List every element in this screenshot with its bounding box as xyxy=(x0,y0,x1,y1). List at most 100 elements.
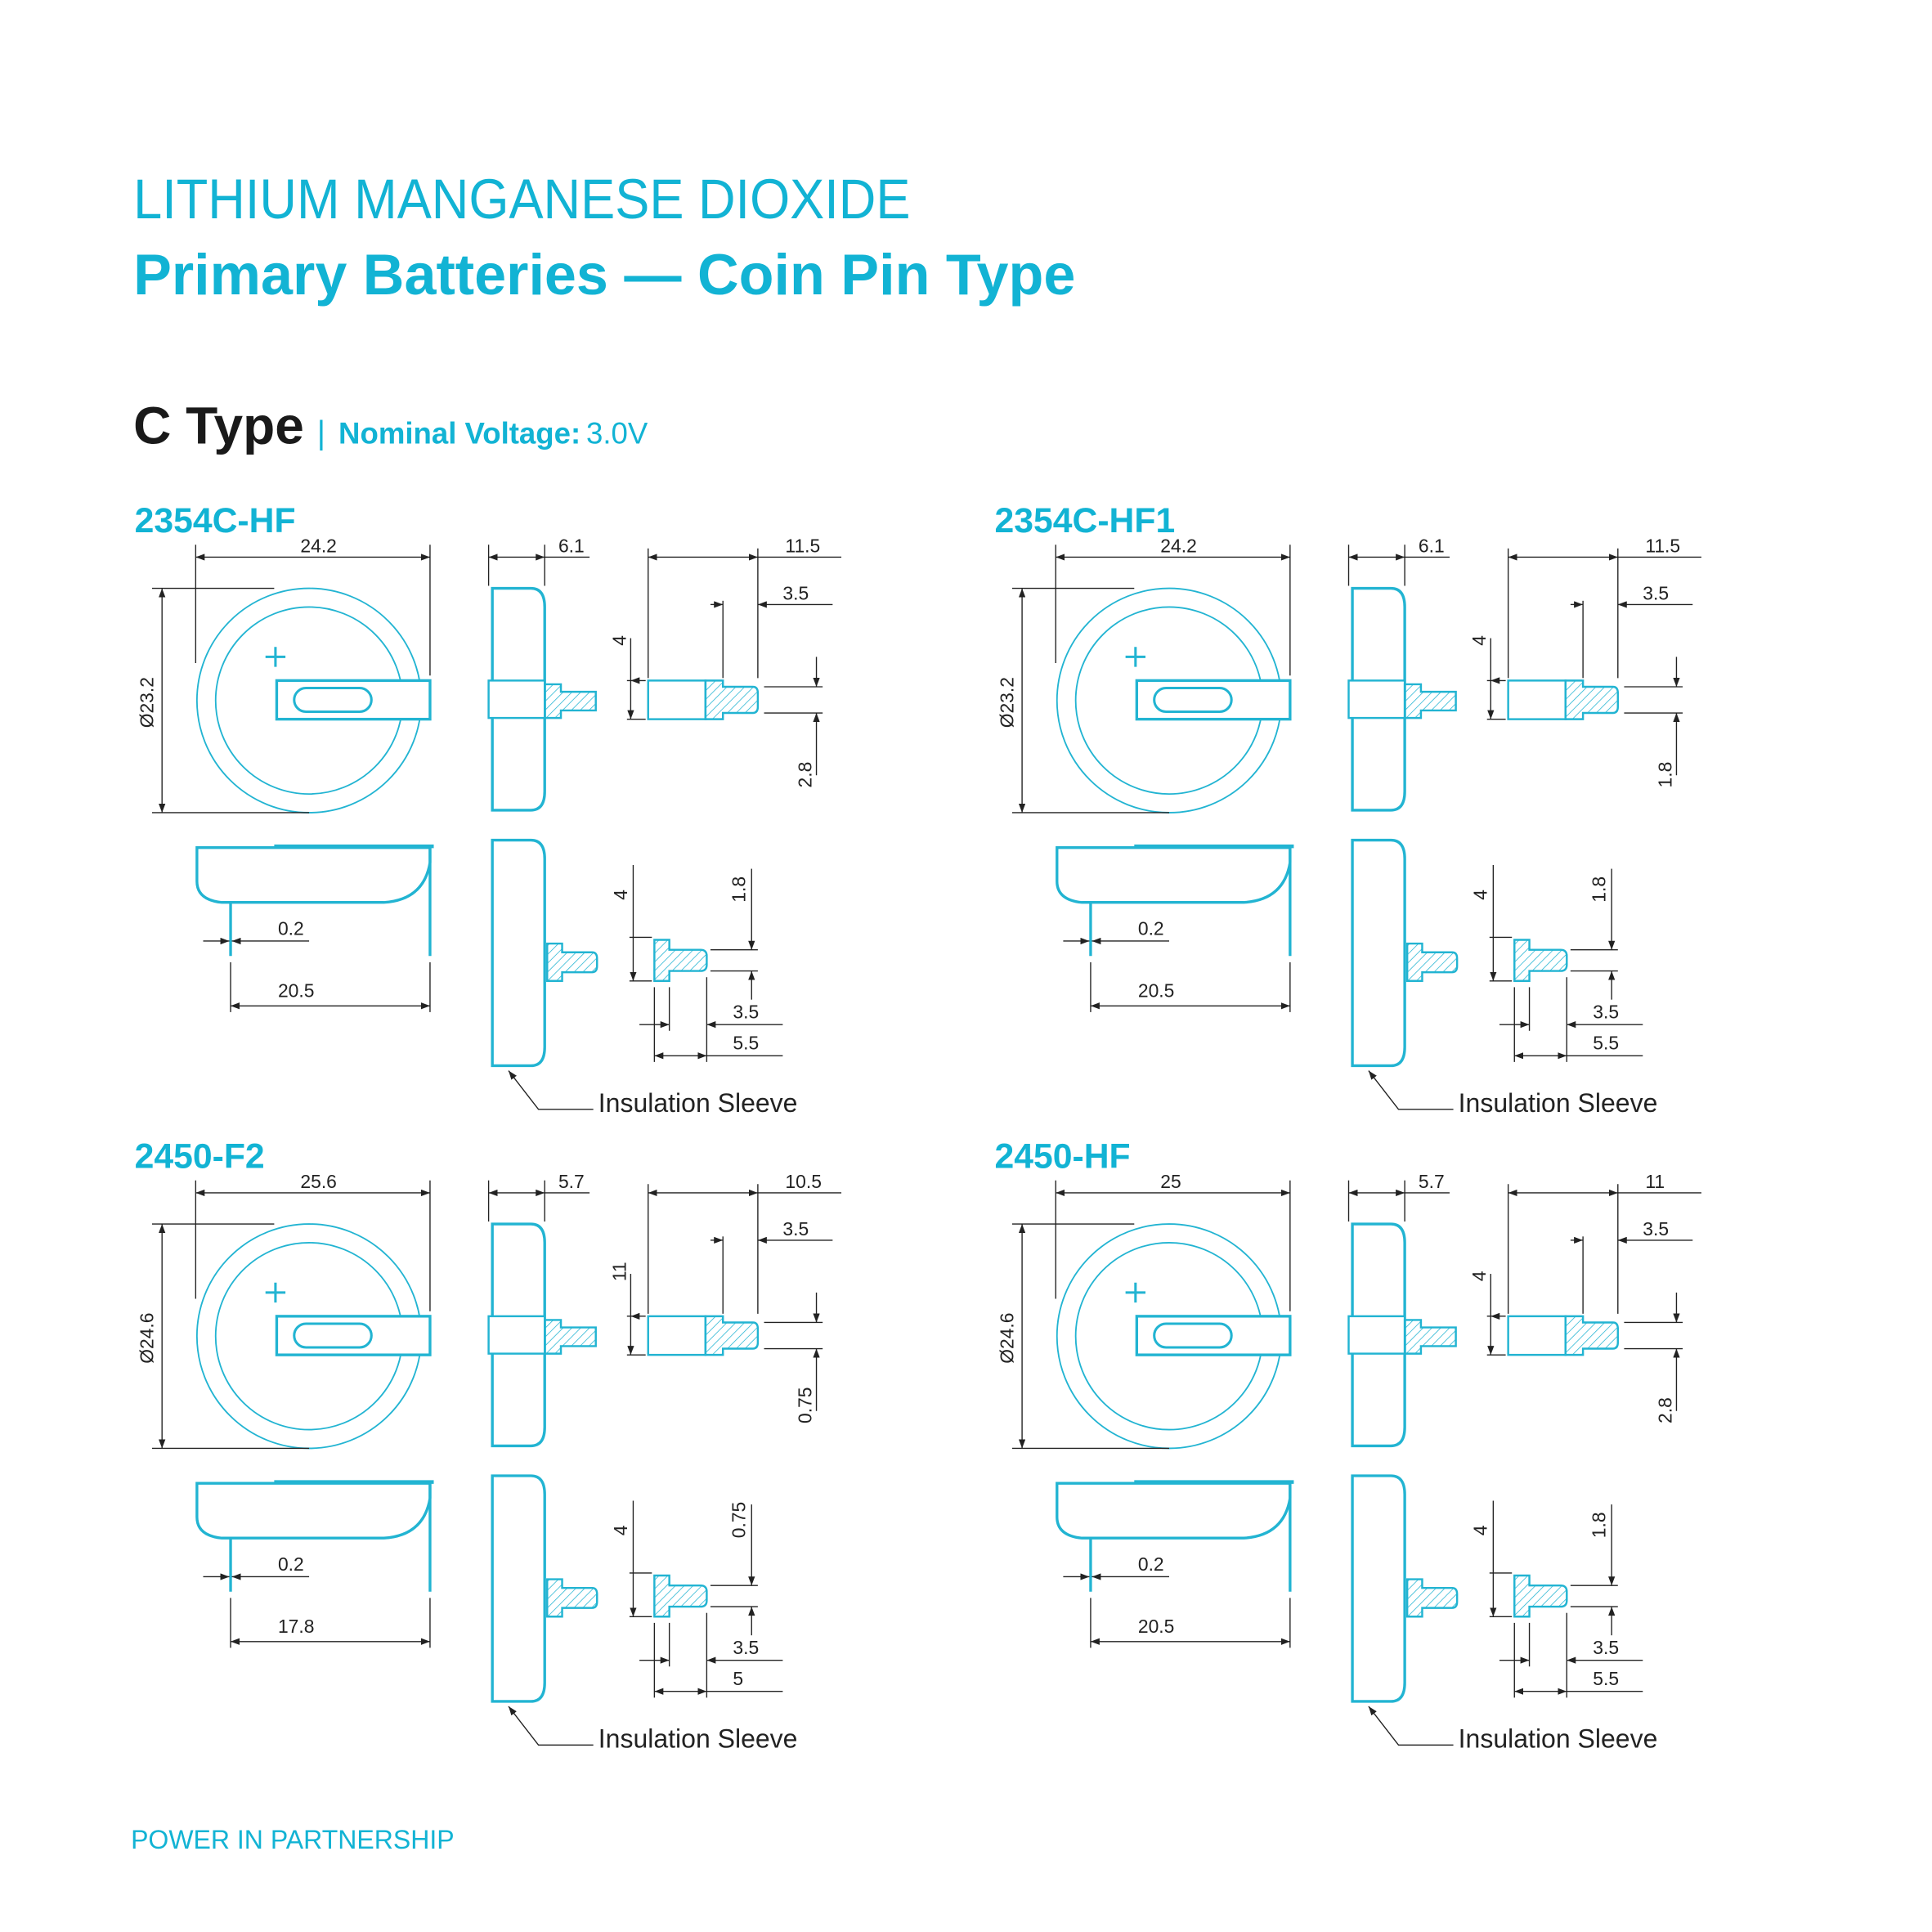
dim-pin-total: 10.5 xyxy=(785,1171,822,1192)
dim-width: 24.2 xyxy=(1160,535,1196,556)
dim-lower-len2: 5 xyxy=(733,1668,743,1689)
pin-detail-lower: 4 1.8 3.5 5.5 xyxy=(1470,1500,1643,1698)
technical-drawing: 24.2 Ø23.2 6.1 xyxy=(996,535,1701,1118)
plus-icon xyxy=(1125,647,1146,667)
dim-pin-side: 2.8 xyxy=(794,762,815,788)
pin-detail: 11.5 3.5 4 2.8 xyxy=(608,535,842,788)
dim-diameter: Ø24.6 xyxy=(137,1313,158,1364)
dim-lower-side: 1.8 xyxy=(1589,1512,1610,1538)
model-name: 2450-F2 xyxy=(134,1136,265,1176)
dim-lower-height: 4 xyxy=(610,1525,631,1535)
bottom-view: 0.2 20.5 xyxy=(195,844,434,1012)
front-view: 25.6 Ø24.6 xyxy=(137,1171,432,1450)
technical-drawing: 24.2 Ø23.2 6.1 xyxy=(137,535,842,1118)
side-view: 6.1 xyxy=(1347,535,1457,812)
dim-pin-side: 2.8 xyxy=(1654,1397,1675,1423)
page-subtitle: Primary Batteries — Coin Pin Type xyxy=(133,241,1076,307)
dim-pin-pitch: 20.5 xyxy=(278,980,315,1002)
dim-diameter: Ø24.6 xyxy=(996,1313,1017,1364)
dim-lower-height: 4 xyxy=(1470,1525,1491,1535)
pin-detail: 11 3.5 4 2.8 xyxy=(1468,1171,1701,1423)
page-title: LITHIUM MANGANESE DIOXIDE xyxy=(133,167,911,231)
battery-model-panel: 2354C-HF1 24.2 Ø23.2 xyxy=(995,501,1793,1174)
dim-lower-side: 1.8 xyxy=(728,876,750,903)
pin-detail-lower: 4 1.8 3.5 5.5 xyxy=(1470,865,1643,1062)
side-view-lower xyxy=(1351,1474,1459,1703)
front-view: 24.2 Ø23.2 xyxy=(996,535,1292,814)
dim-pin-length: 3.5 xyxy=(782,582,809,603)
dim-pin-height: 11 xyxy=(608,1262,630,1281)
dim-lead-thickness: 0.2 xyxy=(278,917,304,939)
side-view: 5.7 xyxy=(1347,1171,1457,1448)
dim-lower-side: 0.75 xyxy=(728,1502,750,1539)
insulation-sleeve-label: Insulation Sleeve xyxy=(1459,1724,1658,1753)
insulation-sleeve-callout: Insulation Sleeve xyxy=(1368,1070,1658,1118)
technical-drawing: 25.6 Ø24.6 5.7 xyxy=(137,1171,842,1753)
dim-pin-total: 11.5 xyxy=(1645,535,1680,556)
insulation-sleeve-label: Insulation Sleeve xyxy=(1459,1088,1658,1118)
dim-diameter: Ø23.2 xyxy=(996,677,1017,728)
dim-pin-height: 4 xyxy=(1468,1271,1490,1281)
dim-lower-len1: 3.5 xyxy=(733,1002,759,1023)
dim-pin-height: 4 xyxy=(1468,635,1490,646)
insulation-sleeve-label: Insulation Sleeve xyxy=(598,1088,798,1118)
voltage-label: Nominal Voltage: xyxy=(338,417,581,451)
insulation-sleeve-callout: Insulation Sleeve xyxy=(1368,1706,1658,1753)
insulation-sleeve-callout: Insulation Sleeve xyxy=(508,1706,798,1753)
dim-lower-len2: 5.5 xyxy=(733,1033,759,1054)
dim-pin-total: 11.5 xyxy=(785,535,820,556)
dim-width: 25 xyxy=(1160,1171,1181,1192)
dim-pin-pitch: 20.5 xyxy=(1138,1616,1175,1637)
side-view-lower xyxy=(491,838,598,1068)
insulation-sleeve-callout: Insulation Sleeve xyxy=(508,1070,798,1118)
battery-model-panel: 2354C-HF 24.2 Ø23.2 xyxy=(135,501,933,1174)
side-view: 5.7 xyxy=(487,1171,597,1448)
dim-width: 24.2 xyxy=(300,535,336,556)
front-view: 24.2 Ø23.2 xyxy=(137,535,432,814)
dim-pin-length: 3.5 xyxy=(1643,582,1669,603)
dim-pin-height: 4 xyxy=(608,635,630,646)
dim-pin-pitch: 17.8 xyxy=(278,1616,315,1637)
dim-lead-thickness: 0.2 xyxy=(278,1553,304,1575)
bottom-view: 0.2 20.5 xyxy=(1056,844,1294,1012)
dim-pin-total: 11 xyxy=(1645,1171,1665,1192)
dim-diameter: Ø23.2 xyxy=(137,677,158,728)
dim-thickness: 6.1 xyxy=(558,535,585,556)
bottom-view: 0.2 17.8 xyxy=(195,1480,434,1648)
model-name: 2354C-HF1 xyxy=(994,500,1176,540)
plus-icon xyxy=(265,647,286,667)
model-name: 2450-HF xyxy=(994,1136,1131,1176)
section-heading: C Type | Nominal Voltage: 3.0V xyxy=(133,397,648,456)
dim-lead-thickness: 0.2 xyxy=(1138,917,1164,939)
front-view: 25 Ø24.6 xyxy=(996,1171,1292,1450)
technical-drawing: 25 Ø24.6 5.7 xyxy=(996,1171,1701,1753)
dim-pin-side: 0.75 xyxy=(794,1387,815,1423)
plus-icon xyxy=(265,1282,286,1303)
dim-pin-length: 3.5 xyxy=(782,1218,809,1239)
dim-lower-len2: 5.5 xyxy=(1593,1668,1619,1689)
dim-width: 25.6 xyxy=(300,1171,336,1192)
dim-lower-len2: 5.5 xyxy=(1593,1033,1619,1054)
model-name: 2354C-HF xyxy=(134,500,296,540)
bottom-view: 0.2 20.5 xyxy=(1056,1480,1294,1648)
dim-pin-length: 3.5 xyxy=(1643,1218,1669,1239)
side-view: 6.1 xyxy=(487,535,597,812)
pin-detail: 10.5 3.5 11 0.75 xyxy=(608,1171,842,1423)
battery-model-panel: 2450-HF 25 Ø24.6 xyxy=(995,1136,1793,1809)
pin-detail-lower: 4 1.8 3.5 5.5 xyxy=(610,865,783,1062)
dim-thickness: 6.1 xyxy=(1419,535,1445,556)
dim-lower-len1: 3.5 xyxy=(1593,1002,1619,1023)
dim-lower-len1: 3.5 xyxy=(1593,1637,1619,1658)
voltage-value: 3.0V xyxy=(585,417,648,451)
footer-tagline: POWER IN PARTNERSHIP xyxy=(131,1826,455,1855)
pin-detail-lower: 4 0.75 3.5 5 xyxy=(610,1500,783,1698)
dim-lower-len1: 3.5 xyxy=(733,1637,759,1658)
battery-model-panel: 2450-F2 25.6 Ø24.6 xyxy=(135,1136,933,1809)
separator: | xyxy=(316,414,326,451)
dim-lead-thickness: 0.2 xyxy=(1138,1553,1164,1575)
insulation-sleeve-label: Insulation Sleeve xyxy=(598,1724,798,1753)
dim-lower-height: 4 xyxy=(610,890,631,900)
type-label: C Type xyxy=(133,396,304,455)
dim-pin-side: 1.8 xyxy=(1654,762,1675,788)
